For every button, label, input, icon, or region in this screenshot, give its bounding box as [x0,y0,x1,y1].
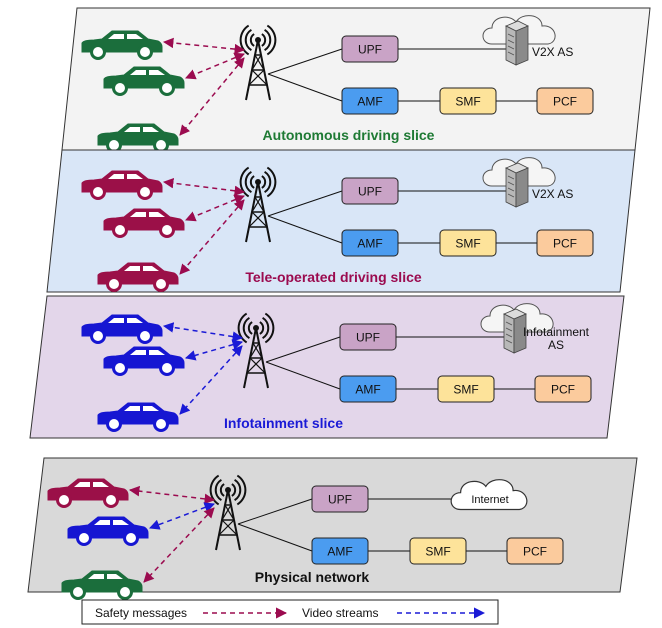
upf-node-label: UPF [356,331,380,345]
pcf-node: PCF [536,229,594,257]
application-server-icon [482,157,556,208]
safety-message-arrow [179,199,245,275]
server-label: Infotainment [523,325,590,339]
server-label: V2X AS [532,187,573,201]
internet-label: Internet [471,494,508,506]
smf-node: SMF [409,537,467,565]
antenna-tower-icon [239,24,277,101]
upf-node: UPF [339,323,397,351]
car-icon [103,346,185,376]
smf-node-label: SMF [453,383,478,397]
link-tower-upf [267,48,343,75]
server-label: V2X AS [532,45,573,59]
amf-node: AMF [341,229,399,257]
upf-node: UPF [341,35,399,63]
pcf-node: PCF [506,537,564,565]
amf-node-label: AMF [357,95,382,109]
antenna-tower-icon [209,474,247,551]
amf-node-label: AMF [357,237,382,251]
amf-node: AMF [311,537,369,565]
legend-safety-label: Safety messages [95,606,187,620]
safety-message-arrow [143,507,215,583]
slice-title: Infotainment slice [224,415,343,431]
amf-node-label: AMF [355,383,380,397]
pcf-node: PCF [534,375,592,403]
slice-title: Physical network [255,569,370,585]
pcf-node-label: PCF [553,237,577,251]
car-icon [103,208,185,238]
slice-title: Autonomous driving slice [263,127,435,143]
amf-node-label: AMF [327,545,352,559]
antenna-tower-icon [237,312,275,389]
application-server-icon [480,303,554,354]
pcf-node: PCF [536,87,594,115]
safety-message-arrow [162,177,246,197]
upf-node-label: UPF [358,185,382,199]
smf-node: SMF [439,229,497,257]
link-tower-upf [265,336,341,363]
slice-panel-2: V2X AS UPF AMF SMF PCF Tele-operated driving … [46,149,636,293]
car-icon [97,123,179,153]
link-tower-amf [265,361,341,390]
car-icon [67,516,149,546]
car-icon [47,478,129,508]
link-tower-upf [267,190,343,217]
smf-node-label: SMF [455,95,480,109]
slice-title: Tele-operated driving slice [245,269,422,285]
smf-node-label: SMF [425,545,450,559]
server-label: AS [548,338,564,352]
pcf-node-label: PCF [551,383,575,397]
internet-cloud-icon [450,479,528,511]
smf-node-label: SMF [455,237,480,251]
safety-message-arrow [162,37,246,55]
slice-panel-4: Internet UPF AMF SMF PCF Physical network [27,457,638,600]
pcf-node-label: PCF [553,95,577,109]
safety-message-arrow [179,57,245,136]
upf-node: UPF [311,485,369,513]
car-icon [103,66,185,96]
link-tower-upf [237,498,313,525]
link-tower-amf [237,523,313,552]
application-server-icon [482,15,556,66]
legend-video-label: Video streams [302,606,378,620]
upf-node: UPF [341,177,399,205]
car-icon [61,570,143,600]
slice-panel-1: V2X AS UPF AMF SMF PCF Autonomous driving sli… [61,7,651,153]
smf-node: SMF [439,87,497,115]
amf-node: AMF [341,87,399,115]
car-icon [97,402,179,432]
car-icon [81,314,163,344]
link-tower-amf [267,73,343,102]
video-stream-arrow [162,322,244,342]
upf-node-label: UPF [328,493,352,507]
smf-node: SMF [437,375,495,403]
legend: Safety messages Video streams [81,599,499,625]
upf-node-label: UPF [358,43,382,57]
car-icon [81,30,163,60]
video-stream-arrow [179,345,243,415]
car-icon [81,170,163,200]
car-icon [97,262,179,292]
amf-node: AMF [339,375,397,403]
pcf-node-label: PCF [523,545,547,559]
link-tower-amf [267,215,343,244]
